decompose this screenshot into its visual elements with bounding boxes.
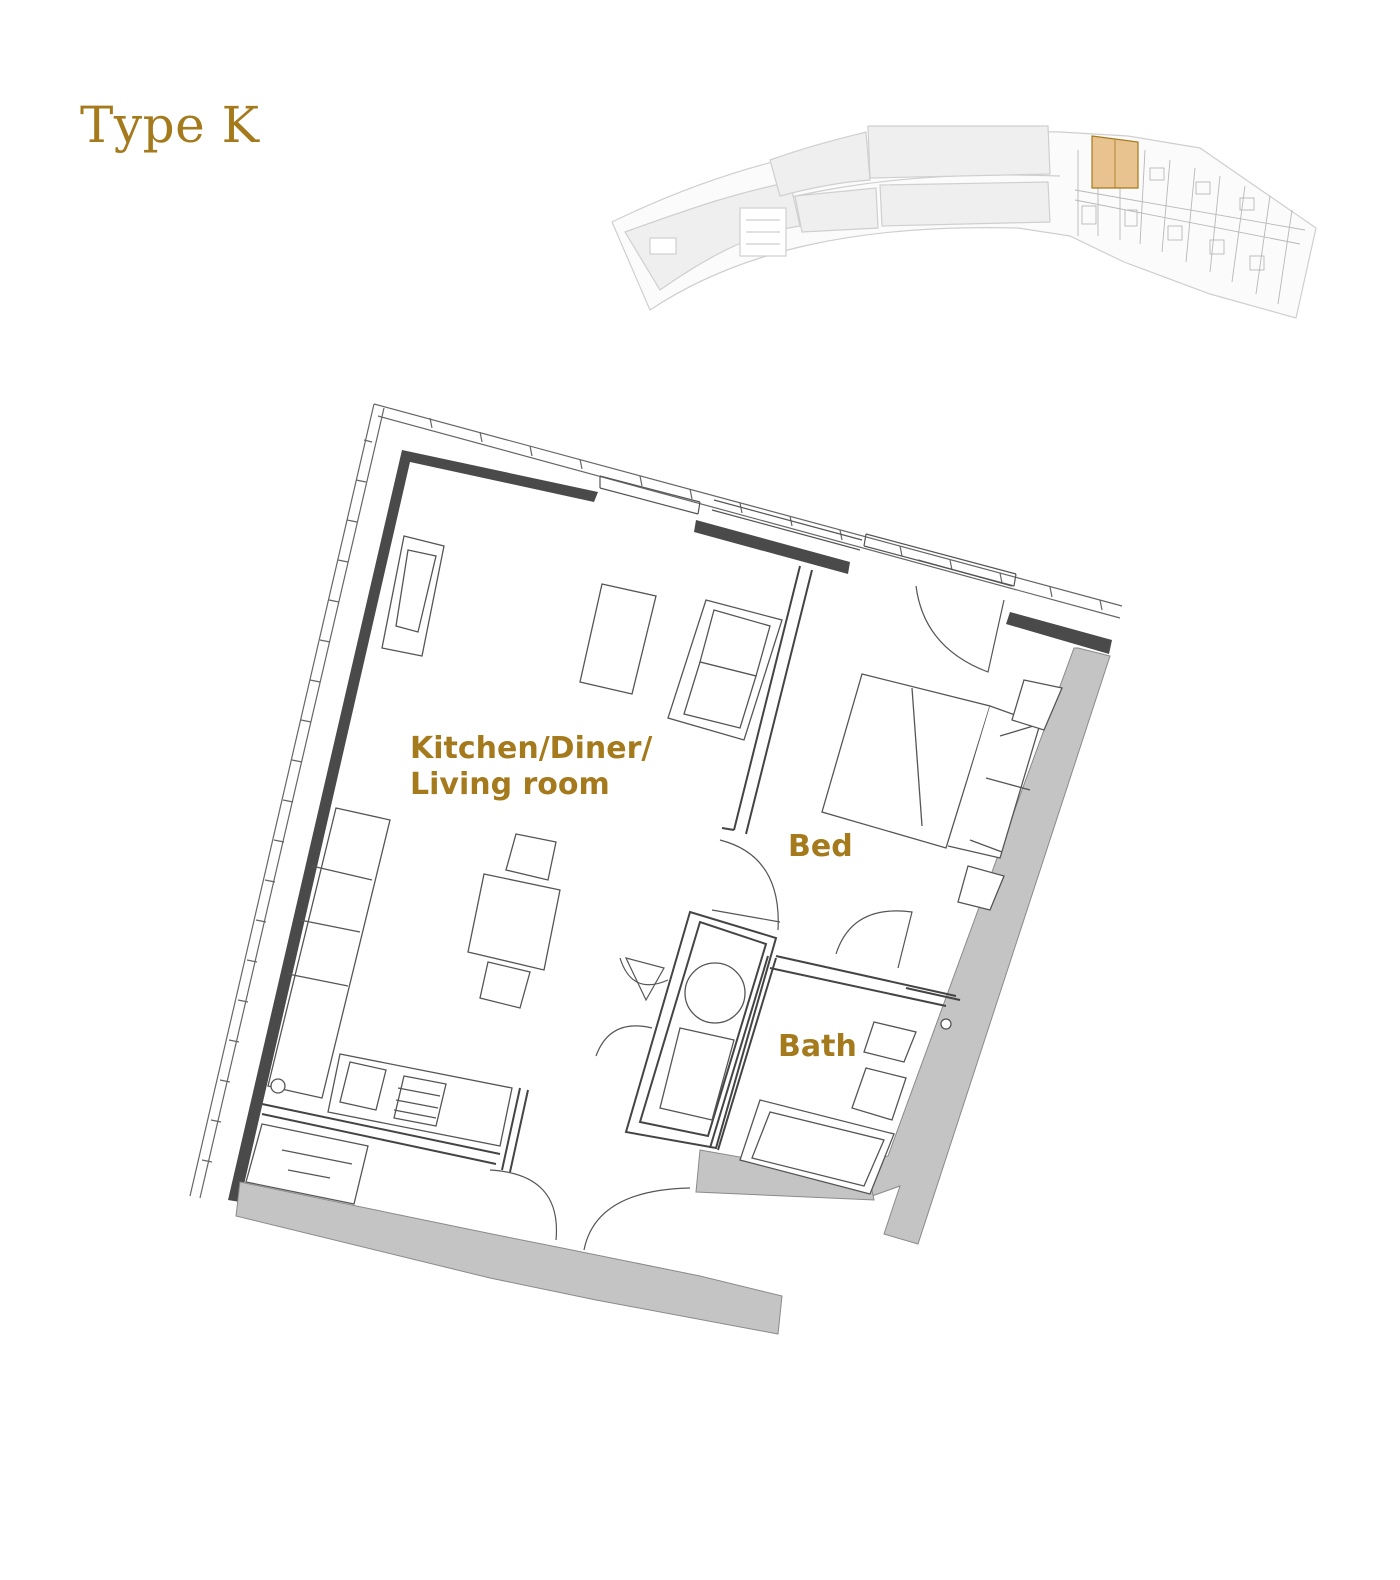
external-walls-grey <box>235 647 1111 1335</box>
room-label-living-line2: Living room <box>410 767 610 802</box>
internal-walls <box>261 565 961 1173</box>
doors <box>489 585 1005 1251</box>
floor-plan: Kitchen/Diner/ Living room Bed Bath <box>189 403 1123 1335</box>
room-label-bed: Bed <box>788 829 853 864</box>
windows <box>599 475 1017 587</box>
plan-title: Type K <box>80 96 260 154</box>
room-label-living-line1: Kitchen/Diner/ <box>410 731 652 766</box>
furniture <box>245 535 1063 1205</box>
key-plan <box>611 125 1317 319</box>
external-walls-dark <box>228 450 1112 1202</box>
room-label-bath: Bath <box>778 1029 857 1064</box>
